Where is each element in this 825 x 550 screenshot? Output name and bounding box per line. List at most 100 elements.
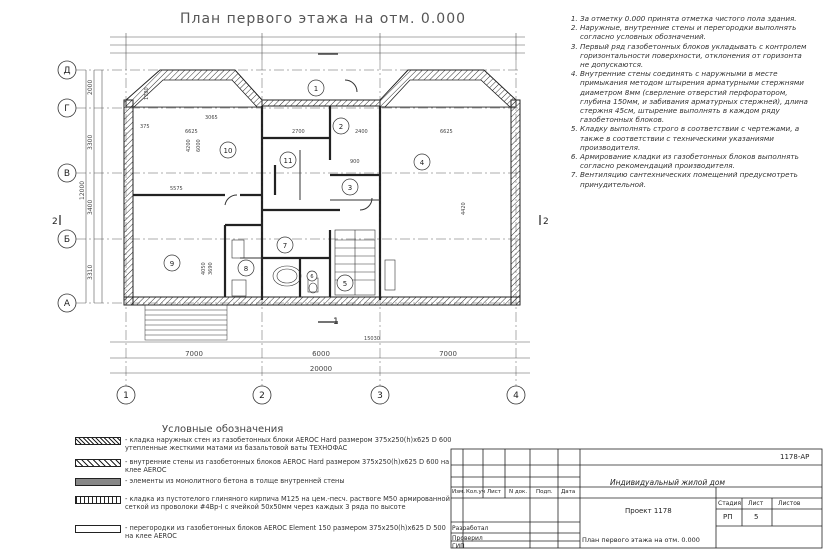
drawing-title: План первого этажа на отм. 0.000 xyxy=(180,11,467,27)
porch-steps xyxy=(144,304,228,341)
left-dimension-lines xyxy=(85,70,103,303)
axis-col-2-label: 2 xyxy=(259,391,265,401)
legend-item-interior: - внутренние стены из газобетонных блоко… xyxy=(75,458,455,474)
sheets-label: Листов xyxy=(778,500,801,507)
room-8-label: 8 xyxy=(244,265,248,273)
room-3-label: 3 xyxy=(348,184,352,192)
bathroom-fixtures xyxy=(231,239,396,297)
left-dim-3: 3400 xyxy=(87,200,94,215)
section-mark-bottom: 1 xyxy=(333,317,339,327)
partitions xyxy=(224,79,380,259)
col-podp: Подп. xyxy=(536,489,553,495)
gip-label: ГИП xyxy=(452,543,465,550)
axis-row-G xyxy=(57,98,520,118)
dim-2400: 2400 xyxy=(355,129,368,135)
dim-3065: 3065 xyxy=(205,115,218,121)
room-11-label: 11 xyxy=(284,157,293,165)
axis-row-A-label: А xyxy=(64,299,71,309)
left-dim-4: 3310 xyxy=(87,265,94,280)
room-9-label: 9 xyxy=(170,260,174,268)
room-2-label: 2 xyxy=(339,123,343,131)
note-item: Вентиляцию сантехнических помещений пред… xyxy=(580,170,808,188)
dim-6000: 6000 xyxy=(196,139,202,152)
staircase xyxy=(334,229,376,296)
dim-4050: 4050 xyxy=(201,262,207,275)
dim-6625-left: 6625 xyxy=(185,129,198,135)
axis-col-3-label: 3 xyxy=(377,391,383,401)
swatch-interior-wall xyxy=(75,459,121,467)
note-item: Наружные, внутренние стены и перегородки… xyxy=(580,23,808,41)
sheet-label: Лист xyxy=(748,500,764,507)
dim-4200: 4200 xyxy=(186,139,192,152)
col-data: Дата xyxy=(561,489,576,495)
bottom-dim-1: 7000 xyxy=(185,350,203,358)
stage-label: Стадия xyxy=(718,500,742,507)
section-marks xyxy=(59,53,541,323)
axis-row-D-label: Д xyxy=(63,66,70,76)
stage-value: РП xyxy=(723,513,733,521)
left-dim-2: 3300 xyxy=(87,135,94,150)
building-name: Индивидуальный жилой дом xyxy=(610,478,726,487)
dim-6625-right: 6625 xyxy=(440,129,453,135)
sheet-value: 5 xyxy=(754,513,759,521)
dim-5575: 5575 xyxy=(170,186,183,192)
project-name: Проект 1178 xyxy=(625,507,672,515)
legend-item-exterior: - кладка наружных стен из газобетонных б… xyxy=(75,436,455,452)
legend-item-concrete: - элементы из монолитного бетона в толще… xyxy=(75,477,455,486)
top-dimension-lines xyxy=(110,33,525,60)
legend-item-brick: - кладка из пустотелого глиняного кирпич… xyxy=(75,495,455,511)
sheet-name: План первого этажа на отм. 0.000 xyxy=(582,536,700,544)
swatch-exterior-wall xyxy=(75,437,121,445)
left-dim-total: 12000 xyxy=(79,181,86,200)
note-item: За отметку 0.000 принята отметка чистого… xyxy=(580,14,808,23)
title-block xyxy=(450,448,823,549)
col-izm: Изм. xyxy=(452,489,465,495)
sheet-code: 1178-АР xyxy=(780,453,810,461)
note-item: Армирование кладки из газобетонных блоко… xyxy=(580,152,808,170)
room-7-label: 7 xyxy=(283,242,287,250)
note-item: Первый ряд газобетонных блоков укладыват… xyxy=(580,42,808,70)
left-dim-1: 2000 xyxy=(87,80,94,95)
column-axes xyxy=(116,60,526,405)
room-10-label: 10 xyxy=(224,147,233,155)
col-kol: Кол.уч xyxy=(466,489,486,495)
room-5-label: 5 xyxy=(343,280,347,288)
axis-row-G-label: Г xyxy=(64,104,70,114)
legend-item-partition: - перегородки из газобетонных блоков AER… xyxy=(75,524,455,540)
note-item: Кладку выполнять строго в соответствии с… xyxy=(580,124,808,152)
dim-2700: 2700 xyxy=(292,129,305,135)
dim-900: 900 xyxy=(350,159,360,165)
section-mark-right: 2 xyxy=(543,217,549,227)
room-1-label: 1 xyxy=(314,85,318,93)
general-notes: За отметку 0.000 принята отметка чистого… xyxy=(568,14,808,189)
checked-label: Проверил xyxy=(452,535,483,542)
axis-col-1-label: 1 xyxy=(123,391,129,401)
dim-4420: 4420 xyxy=(461,202,467,215)
room-markers xyxy=(163,79,431,292)
bottom-dimension-lines xyxy=(110,341,530,374)
note-item: Внутренние стены соединять с наружными в… xyxy=(580,69,808,124)
axis-row-V xyxy=(57,163,520,183)
room-6-label: 6 xyxy=(310,274,313,280)
developed-label: Разработал xyxy=(452,525,489,532)
axis-row-B-label: Б xyxy=(64,235,70,245)
dim-3690: 3690 xyxy=(208,262,214,275)
legend-title: Условные обозначения xyxy=(162,424,284,435)
bottom-dim-total: 20000 xyxy=(310,365,332,373)
swatch-concrete xyxy=(75,478,121,486)
dim-1780: 1780 xyxy=(144,87,150,100)
axis-row-B xyxy=(57,229,520,249)
swatch-partition xyxy=(75,525,121,533)
axis-row-V-label: В xyxy=(64,169,70,179)
section-mark-left: 2 xyxy=(52,217,58,227)
col-ndok: N док. xyxy=(509,489,528,495)
swatch-brick xyxy=(75,496,121,504)
bottom-dim-3: 7000 xyxy=(439,350,457,358)
dim-375: 375 xyxy=(140,124,150,130)
room-4-label: 4 xyxy=(420,159,425,167)
dim-15030: 15030 xyxy=(364,336,380,342)
bottom-dim-2: 6000 xyxy=(312,350,330,358)
col-list: Лист xyxy=(487,489,501,495)
